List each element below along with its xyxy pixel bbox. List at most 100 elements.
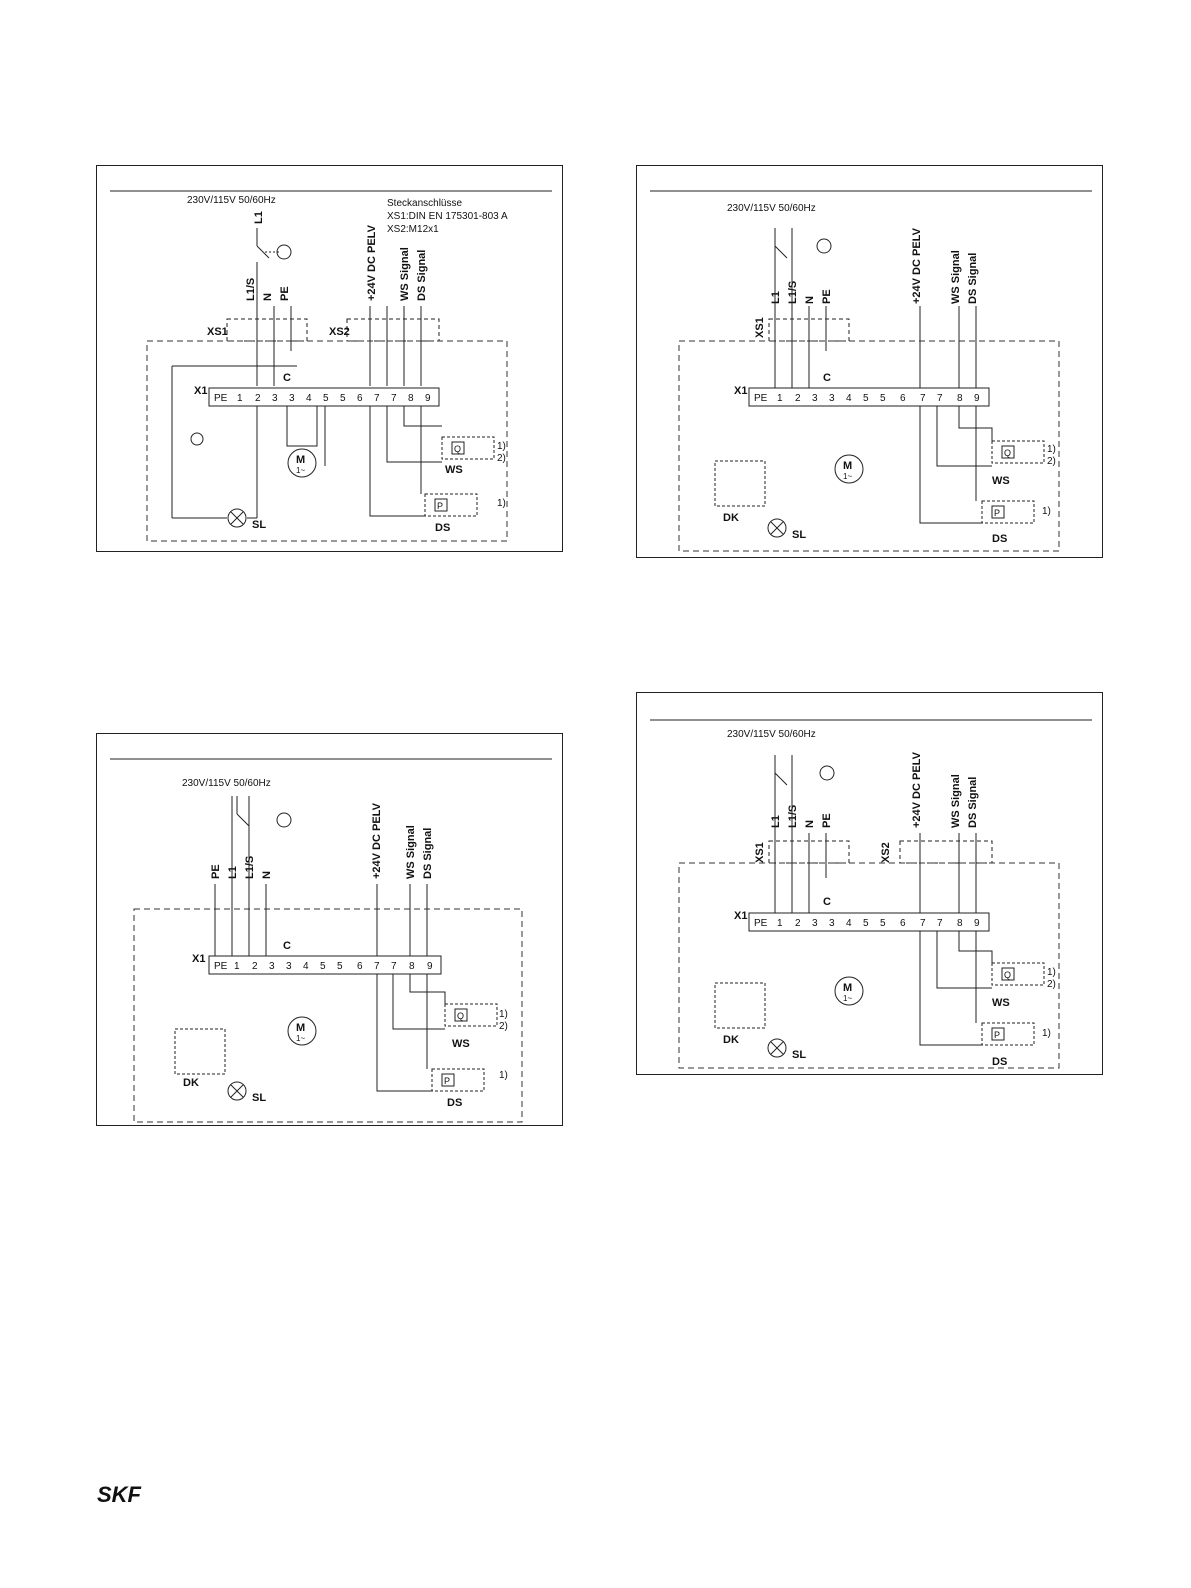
svg-text:3: 3 <box>829 393 835 404</box>
svg-text:6: 6 <box>900 393 906 404</box>
svg-text:3: 3 <box>829 918 835 929</box>
motor-sub-label: 1~ <box>296 466 305 475</box>
ds-p-label-3: P <box>444 1076 450 1086</box>
svg-text:3: 3 <box>289 393 295 404</box>
plug-note-xs2: XS2:M12x1 <box>387 224 439 235</box>
ds-label-3: DS <box>447 1097 462 1109</box>
svg-text:4: 4 <box>846 393 852 404</box>
supply-label-2: 230V/115V 50/60Hz <box>727 203 816 214</box>
n-label-3: N <box>261 871 273 879</box>
dk-label-3: DK <box>183 1077 199 1089</box>
ds-signal-label-4: DS Signal <box>967 777 979 828</box>
xs2-label-4: XS2 <box>880 842 892 863</box>
dk-label-4: DK <box>723 1034 739 1046</box>
ds-label-4: DS <box>992 1056 1007 1068</box>
ws-q-label-3: Q <box>457 1011 464 1021</box>
motor-sub-label-2: 1~ <box>843 472 852 481</box>
supply-label: 230V/115V 50/60Hz <box>187 195 276 206</box>
svg-text:7: 7 <box>937 393 943 404</box>
svg-text:9: 9 <box>427 961 433 972</box>
svg-text:2: 2 <box>252 961 258 972</box>
ds-p-label-4: P <box>994 1030 1000 1040</box>
wiring-diagram-panel-2: 230V/115V 50/60Hz L1 L1/S N PE +24V DC P… <box>636 165 1103 558</box>
ws-q-label-2: Q <box>1004 448 1011 458</box>
plug-note-xs1: XS1:DIN EN 175301-803 A <box>387 211 508 222</box>
svg-text:9: 9 <box>974 393 980 404</box>
l1-label-2: L1 <box>770 291 782 304</box>
x1-label-4: X1 <box>734 910 747 922</box>
n-label-2: N <box>804 296 816 304</box>
xs1-label-4: XS1 <box>754 842 766 863</box>
l1s-label-2: L1/S <box>787 281 799 304</box>
svg-text:7: 7 <box>937 918 943 929</box>
capacitor-label-4: C <box>823 896 831 908</box>
svg-text:2: 2 <box>795 918 801 929</box>
note-2-ws-4: 2) <box>1047 979 1056 990</box>
motor-label-4: M <box>843 982 852 994</box>
wiring-diagram-2: 230V/115V 50/60Hz L1 L1/S N PE +24V DC P… <box>650 190 1092 552</box>
note-1-ds: 1) <box>497 498 506 509</box>
svg-text:4: 4 <box>306 393 312 404</box>
ws-label-4: WS <box>992 997 1010 1009</box>
skf-logo-text: SKF <box>97 1483 142 1505</box>
motor-sub-label-3: 1~ <box>296 1034 305 1043</box>
svg-text:5: 5 <box>323 393 329 404</box>
x1-label-2: X1 <box>734 385 747 397</box>
note-1-ds-3: 1) <box>499 1070 508 1081</box>
svg-text:5: 5 <box>863 393 869 404</box>
skf-logo-mark: SKF <box>97 1482 142 1507</box>
svg-text:1: 1 <box>777 918 783 929</box>
svg-text:PE: PE <box>754 393 768 404</box>
sl-label-3: SL <box>252 1092 266 1104</box>
svg-text:7: 7 <box>391 961 397 972</box>
ws-signal-label-4: WS Signal <box>950 774 962 828</box>
wiring-diagram-1: 230V/115V 50/60Hz Steckanschlüsse XS1:DI… <box>110 190 552 542</box>
ds-p-label-2: P <box>994 508 1000 518</box>
note-2-ws-3: 2) <box>499 1021 508 1032</box>
motor-sub-label-4: 1~ <box>843 994 852 1003</box>
svg-text:1: 1 <box>234 961 240 972</box>
l1s-label-4: L1/S <box>787 805 799 828</box>
svg-text:5: 5 <box>340 393 346 404</box>
l1-label: L1 <box>253 211 265 224</box>
note-1-ds-4: 1) <box>1042 1028 1051 1039</box>
note-1-ws-3: 1) <box>499 1009 508 1020</box>
x1-label: X1 <box>194 385 207 397</box>
svg-text:5: 5 <box>863 918 869 929</box>
l1s-label-3: L1/S <box>244 856 256 879</box>
ds-label-2: DS <box>992 533 1007 545</box>
svg-text:8: 8 <box>408 393 414 404</box>
sl-label: SL <box>252 519 266 531</box>
svg-text:4: 4 <box>303 961 309 972</box>
svg-text:3: 3 <box>286 961 292 972</box>
svg-text:PE: PE <box>214 393 228 404</box>
xs1-label: XS1 <box>207 326 228 338</box>
motor-label: M <box>296 454 305 466</box>
svg-text:PE: PE <box>754 918 768 929</box>
svg-text:1: 1 <box>777 393 783 404</box>
supply-label-3: 230V/115V 50/60Hz <box>182 778 271 789</box>
svg-text:3: 3 <box>812 918 818 929</box>
xs1-label-2: XS1 <box>754 317 766 338</box>
svg-text:6: 6 <box>900 918 906 929</box>
svg-text:5: 5 <box>880 393 886 404</box>
pe-label-2: PE <box>821 289 833 304</box>
svg-text:9: 9 <box>425 393 431 404</box>
svg-text:5: 5 <box>320 961 326 972</box>
svg-text:8: 8 <box>957 918 963 929</box>
skf-logo: SKF <box>97 1482 177 1510</box>
n-label: N <box>262 293 274 301</box>
motor-label-3: M <box>296 1022 305 1034</box>
wiring-diagram-panel-1: 230V/115V 50/60Hz Steckanschlüsse XS1:DI… <box>96 165 563 552</box>
svg-text:1: 1 <box>237 393 243 404</box>
svg-text:3: 3 <box>269 961 275 972</box>
supply-label-4: 230V/115V 50/60Hz <box>727 729 816 740</box>
l1s-label: L1/S <box>245 278 257 301</box>
ws-label: WS <box>445 464 463 476</box>
pe-label-3: PE <box>210 864 222 879</box>
dc-supply-label-4: +24V DC PELV <box>911 751 923 828</box>
ds-signal-label-3: DS Signal <box>422 828 434 879</box>
